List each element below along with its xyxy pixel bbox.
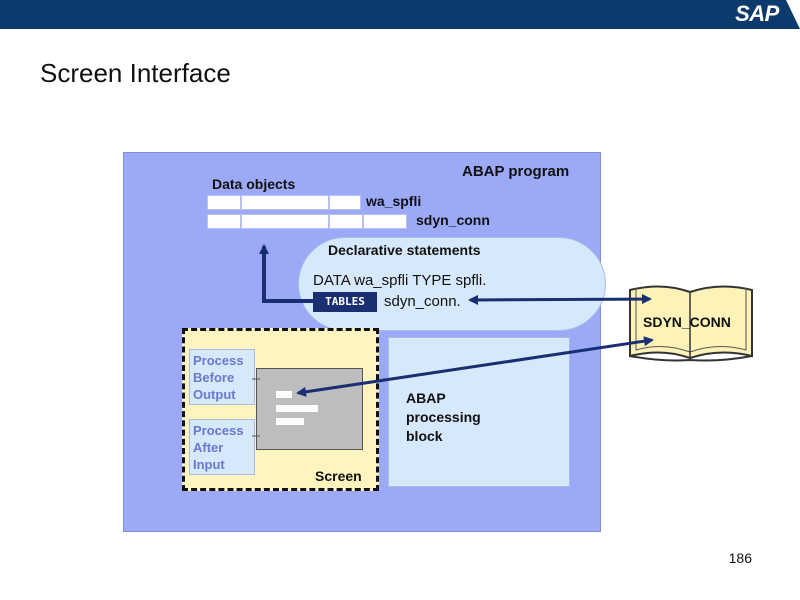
data-objects-label: Data objects (212, 176, 296, 192)
abap-program-label: ABAP program (462, 163, 570, 180)
pbo-line-2: Before (193, 370, 235, 385)
pai-line-2: After (193, 440, 224, 455)
declarative-statements-title: Declarative statements (328, 242, 481, 258)
screen-line-3 (276, 418, 304, 425)
pbo-line-3: Output (193, 387, 236, 402)
screen-line-1 (276, 391, 292, 398)
screen-label: Screen (315, 468, 362, 484)
processing-block-line-2: processing (406, 409, 481, 425)
sdyn-conn-field-4 (363, 214, 407, 229)
dictionary-label: SDYN_CONN (643, 314, 731, 330)
declarative-statements-bubble (298, 237, 606, 331)
pbo-line-1: Process (193, 353, 244, 368)
slide-title: Screen Interface (40, 58, 231, 88)
tables-keyword: TABLES (313, 292, 377, 312)
wa-spfli-field-2 (241, 195, 329, 210)
tables-to-data-object-arrow (259, 244, 313, 303)
page-number: 186 (728, 550, 752, 566)
pbo-label: Process Before Output (193, 352, 244, 403)
processing-block-line-3: block (406, 428, 443, 444)
dictionary-to-screen-arrow (296, 336, 654, 397)
wa-spfli-label: wa_spfli (366, 193, 422, 209)
sdyn-conn-field-3 (329, 214, 363, 229)
wa-spfli-field-3 (329, 195, 361, 210)
pai-label: Process After Input (193, 422, 244, 473)
sdyn-conn-field-1 (207, 214, 241, 229)
pai-box: Process After Input (189, 419, 255, 475)
pai-line-1: Process (193, 423, 244, 438)
sdyn-conn-label: sdyn_conn (416, 212, 490, 228)
sdyn-conn-field-2 (241, 214, 329, 229)
data-statement: DATA wa_spfli TYPE spfli. (313, 272, 487, 289)
sap-logo: SAP (728, 0, 800, 29)
wa-spfli-field-1 (207, 195, 241, 210)
tables-to-dictionary-arrow (468, 294, 652, 305)
header-bar (0, 0, 800, 29)
tables-object: sdyn_conn. (384, 293, 461, 310)
screen-line-2 (276, 405, 318, 412)
pbo-box: Process Before Output (189, 349, 255, 405)
pai-line-3: Input (193, 457, 225, 472)
sap-logo-text: SAP (735, 1, 779, 26)
sap-logo-wedge (786, 0, 800, 29)
